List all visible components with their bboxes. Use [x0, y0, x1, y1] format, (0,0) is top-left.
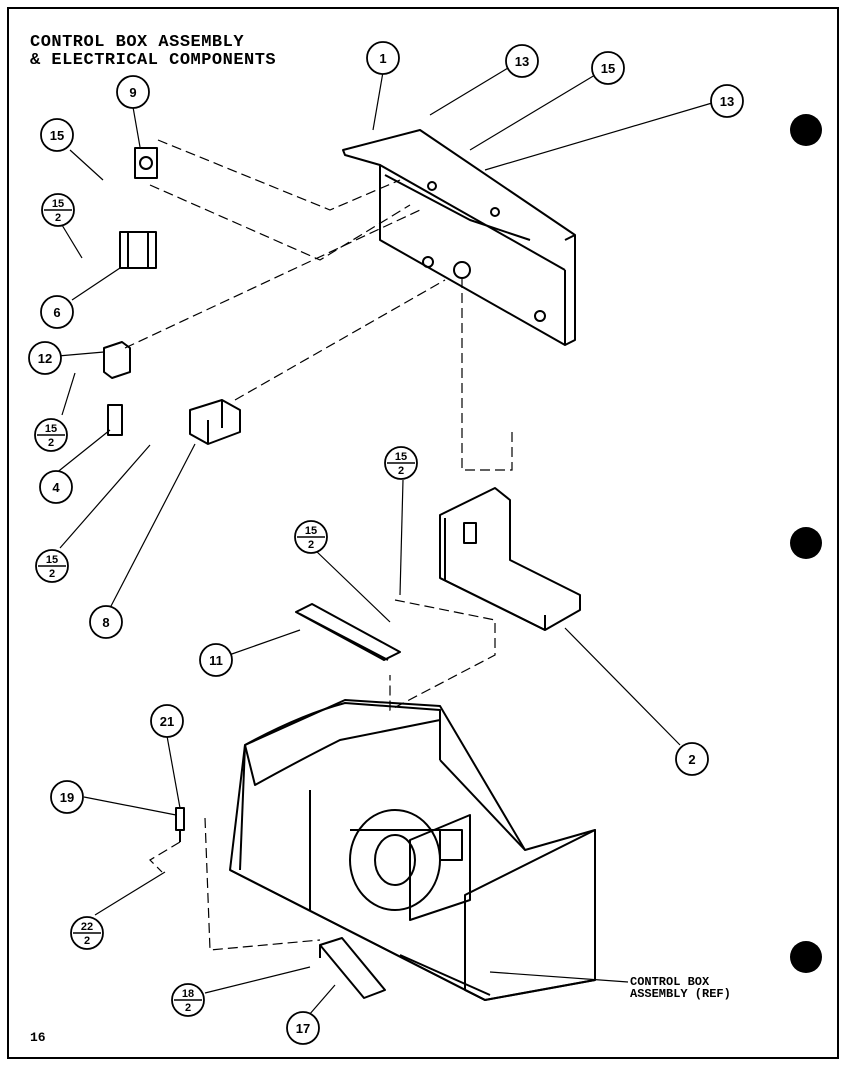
callout-4: 4 — [52, 480, 60, 495]
callout-circles — [28, 41, 744, 1045]
fraction-7-denominator: 2 — [185, 1002, 191, 1014]
blower-cabinet — [229, 699, 596, 1001]
title-line-1: CONTROL BOX ASSEMBLY — [30, 33, 245, 52]
binder-hole-middle — [790, 527, 822, 559]
fraction-2-denominator: 2 — [48, 437, 54, 449]
callout-15-top: 15 — [601, 61, 615, 76]
binder-hole-bottom — [790, 941, 822, 973]
fraction-1-denominator: 2 — [55, 212, 61, 224]
callout-9: 9 — [129, 85, 136, 100]
callout-17: 17 — [296, 1021, 310, 1036]
callout-1: 1 — [379, 51, 386, 66]
bracket-part-12 — [103, 341, 131, 379]
fraction-1-numerator: 15 — [52, 198, 64, 210]
callout-13-top: 13 — [515, 54, 529, 69]
callout-8: 8 — [102, 615, 109, 630]
fraction-3-denominator: 2 — [49, 568, 55, 580]
control-box-back-panel — [342, 129, 576, 346]
ref-label-line-2: ASSEMBLY (REF) — [630, 987, 731, 1001]
transformer-part-6 — [119, 231, 157, 269]
callout-12: 12 — [38, 351, 52, 366]
callout-13-right: 13 — [720, 94, 734, 109]
control-box-ref-label: CONTROL BOX ASSEMBLY (REF) — [630, 976, 731, 1000]
fraction-dividers — [37, 209, 415, 1001]
callout-6: 6 — [53, 305, 60, 320]
terminal-strip-part-11 — [295, 603, 401, 661]
callout-15-left: 15 — [50, 128, 64, 143]
callout-21: 21 — [160, 714, 174, 729]
component-part-4 — [107, 404, 123, 436]
fraction-2-numerator: 15 — [45, 423, 57, 435]
title-line-2: & ELECTRICAL COMPONENTS — [30, 51, 277, 70]
binder-hole-top — [790, 114, 822, 146]
fraction-6-denominator: 2 — [84, 935, 90, 947]
diagram-title: CONTROL BOX ASSEMBLY & ELECTRICAL COMPON… — [30, 34, 276, 70]
callout-19: 19 — [60, 790, 74, 805]
assembly-lines — [124, 139, 513, 951]
control-box-bottom-bracket — [439, 487, 581, 631]
callout-11: 11 — [209, 653, 223, 668]
fraction-7-numerator: 18 — [182, 988, 194, 1000]
fraction-5-numerator: 15 — [305, 525, 317, 537]
fraction-3-numerator: 15 — [46, 554, 58, 566]
cable-tie-part-21 — [175, 807, 185, 842]
fraction-5-denominator: 2 — [308, 539, 314, 551]
fraction-6-numerator: 22 — [81, 921, 93, 933]
callout-2: 2 — [688, 752, 695, 767]
page-border — [7, 7, 839, 1059]
page-number: 16 — [30, 1030, 46, 1045]
ref-label-line-1: CONTROL BOX — [630, 975, 710, 989]
leader-lines — [54, 67, 713, 1016]
fraction-4-numerator: 15 — [395, 451, 407, 463]
relay-part-9 — [134, 147, 158, 179]
contactor-part-8 — [189, 399, 241, 445]
fraction-4-denominator: 2 — [398, 465, 404, 477]
panel-part-17 — [319, 937, 386, 999]
